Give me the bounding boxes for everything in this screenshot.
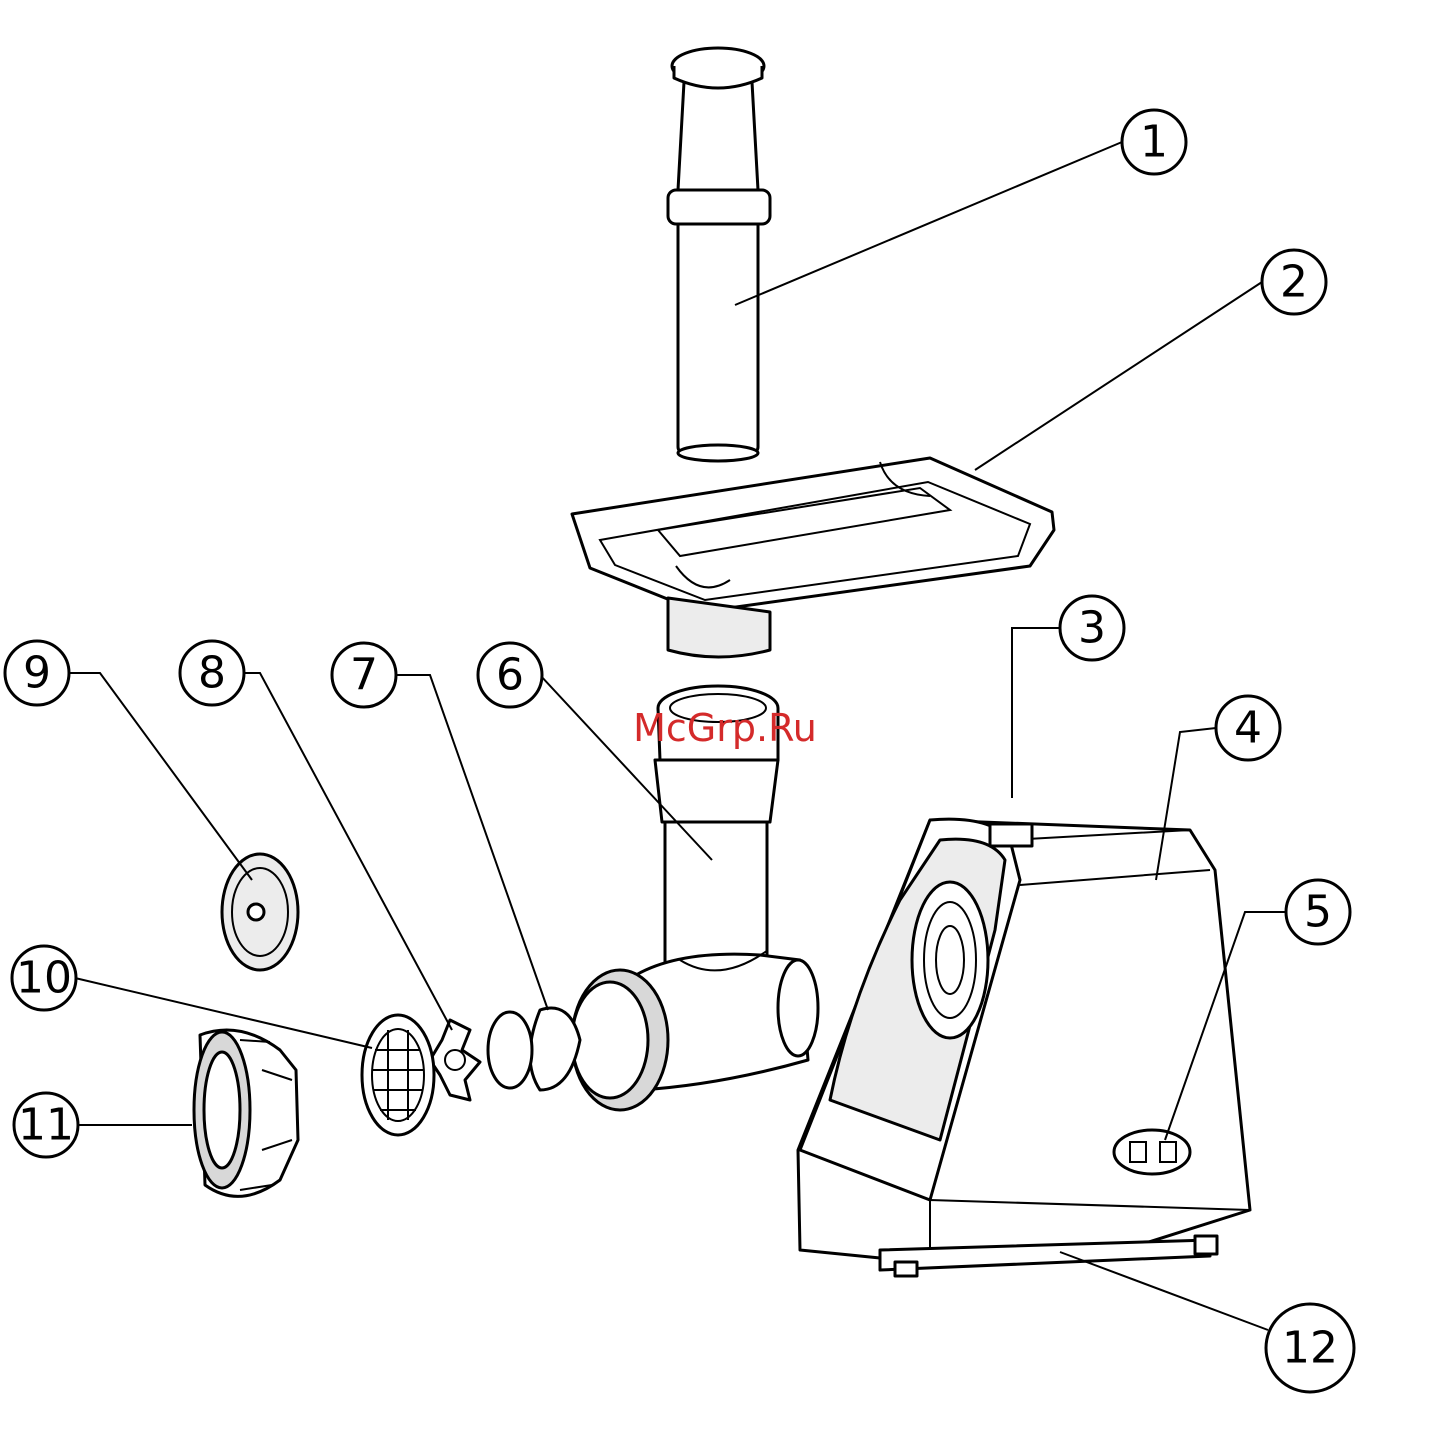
callout-4: 4 [1216, 696, 1280, 760]
cutting-blade [430, 1020, 480, 1100]
coarse-plate [362, 1015, 434, 1135]
callout-12-label: 12 [1282, 1323, 1338, 1374]
motor-housing [798, 819, 1250, 1276]
callout-5-label: 5 [1304, 887, 1332, 938]
fine-plate [222, 854, 298, 970]
callout-12: 12 [1266, 1304, 1354, 1392]
callout-1: 1 [1122, 110, 1186, 174]
callout-8-label: 8 [198, 648, 226, 699]
callout-3: 3 [1060, 596, 1124, 660]
callout-8: 8 [180, 641, 244, 705]
callout-2-label: 2 [1280, 257, 1308, 308]
callout-2: 2 [1262, 250, 1326, 314]
feed-screw [488, 970, 668, 1110]
food-pusher [668, 48, 770, 461]
callout-3-label: 3 [1078, 603, 1106, 654]
ring-nut [194, 1030, 298, 1196]
callout-11: 11 [14, 1093, 78, 1157]
callout-7-label: 7 [350, 650, 378, 701]
callout-10-label: 10 [16, 953, 72, 1004]
callout-7: 7 [332, 643, 396, 707]
callout-6-label: 6 [496, 650, 524, 701]
callout-6: 6 [478, 643, 542, 707]
callout-10: 10 [12, 946, 76, 1010]
callout-1-label: 1 [1140, 117, 1168, 168]
callout-9: 9 [5, 641, 69, 705]
watermark-text: McGrp.Ru [633, 706, 817, 750]
callout-5: 5 [1286, 880, 1350, 944]
feeding-tray [572, 458, 1054, 657]
callout-4-label: 4 [1234, 703, 1262, 754]
callout-11-label: 11 [18, 1100, 74, 1151]
callout-9-label: 9 [23, 648, 51, 699]
